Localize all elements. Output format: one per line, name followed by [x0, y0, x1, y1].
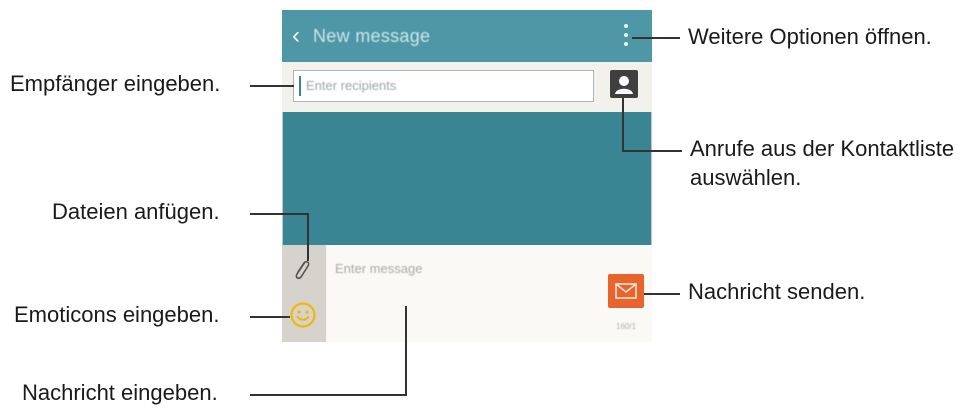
character-counter: 160/1 — [616, 322, 637, 331]
text-cursor — [299, 76, 301, 96]
recipient-input[interactable]: Enter recipients — [293, 70, 594, 102]
label-emoticons: Emoticons eingeben. — [14, 302, 220, 327]
label-enter-recipients: Empfänger eingeben. — [10, 71, 221, 96]
callout-line-more-options — [632, 37, 680, 39]
contact-icon[interactable] — [610, 70, 638, 98]
label-contacts-line1: Anrufe aus der Kontaktliste — [690, 136, 955, 161]
callout-line-contacts-h — [622, 150, 682, 152]
callout-line-attach-v — [307, 213, 309, 261]
callout-line-message-v — [405, 306, 407, 396]
label-send-message: Nachricht senden. — [688, 279, 866, 304]
recipient-placeholder: Enter recipients — [306, 78, 397, 93]
screen-title: New message — [313, 26, 431, 46]
label-more-options: Weitere Optionen öffnen. — [688, 24, 932, 49]
send-envelope-icon[interactable] — [608, 274, 644, 308]
message-input[interactable] — [327, 245, 652, 342]
paperclip-icon[interactable] — [292, 258, 312, 284]
callout-line-message-h — [250, 394, 407, 396]
back-arrow-icon[interactable]: ‹ — [292, 22, 300, 49]
label-contacts-line2: auswählen. — [690, 165, 802, 190]
smiley-icon[interactable] — [290, 302, 316, 328]
callout-line-send — [644, 293, 680, 295]
callout-line-recipients — [250, 85, 294, 87]
app-bar — [282, 10, 652, 62]
callout-line-attach-h — [250, 213, 308, 215]
callout-line-emoticons — [250, 316, 290, 318]
more-options-icon[interactable] — [620, 24, 632, 50]
label-enter-message: Nachricht eingeben. — [22, 380, 218, 405]
label-attach-files: Dateien anfügen. — [52, 199, 220, 224]
message-placeholder: Enter message — [335, 261, 423, 276]
callout-line-contacts-v — [622, 98, 624, 150]
